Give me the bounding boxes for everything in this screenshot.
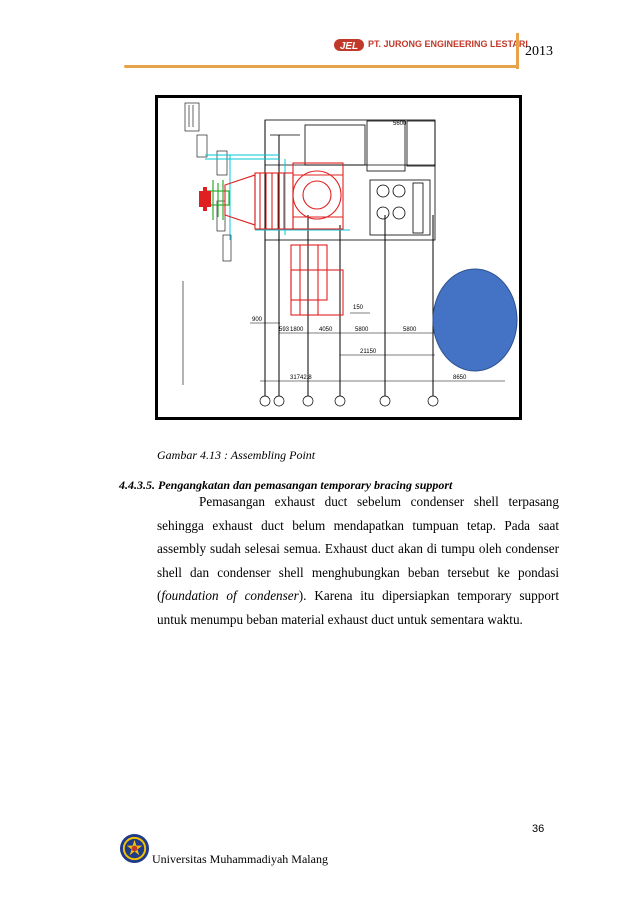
dimension-label: 21150 xyxy=(360,349,377,355)
grid-markers xyxy=(259,395,439,407)
left-labels xyxy=(184,102,232,262)
cyan-piping xyxy=(205,154,350,240)
plant-outline xyxy=(264,119,436,241)
paragraph-text: Pemasangan exhaust duct sebelum condense… xyxy=(157,494,559,604)
jel-logo-text: JEL xyxy=(340,41,358,52)
header-divider xyxy=(516,33,519,69)
figure-caption: Gambar 4.13 : Assembling Point xyxy=(157,448,316,462)
paragraph-italic-term: foundation of condenser xyxy=(161,588,299,604)
dimension-label: 593 xyxy=(279,327,290,333)
university-logo xyxy=(119,833,150,864)
blue-marker-ellipse xyxy=(432,268,518,372)
header-year: 2013 xyxy=(525,44,553,59)
red-turbine-rotor xyxy=(199,187,211,211)
dimension-label: 150 xyxy=(353,305,364,311)
paragraph-text-end: ). Karena itu dipersiapkan temporary sup… xyxy=(157,588,559,627)
dimension-label: 5800 xyxy=(355,327,369,333)
dimension-label: 5800 xyxy=(403,327,417,333)
dimension-label: 1800 xyxy=(290,327,304,333)
dimension-label: 8650 xyxy=(453,375,467,381)
company-name: PT. JURONG ENGINEERING LESTARI xyxy=(368,39,528,49)
body-paragraph: Pemasangan exhaust duct sebelum condense… xyxy=(157,490,559,632)
university-name: Universitas Muhammadiyah Malang xyxy=(152,852,328,866)
green-equipment xyxy=(204,180,230,220)
dimension-label: 5600 xyxy=(393,121,407,127)
header-rule xyxy=(124,65,517,68)
dimension-lines xyxy=(182,281,505,385)
assembling-point-drawing: 5600 150 900 593 1800 4050 5800 5800 211… xyxy=(155,95,522,420)
page-number: 36 xyxy=(532,823,545,835)
dimension-label: 900 xyxy=(252,317,263,323)
jel-logo: JEL xyxy=(334,39,364,52)
red-exhaust-assembly xyxy=(224,162,344,316)
dimension-labels: 5600 150 900 593 1800 4050 5800 5800 211… xyxy=(252,121,467,381)
dimension-label: 31742.8 xyxy=(290,375,312,381)
section-heading: 4.4.3.5. Pengangkatan dan pemasangan tem… xyxy=(119,478,453,492)
dimension-label: 4050 xyxy=(319,327,333,333)
